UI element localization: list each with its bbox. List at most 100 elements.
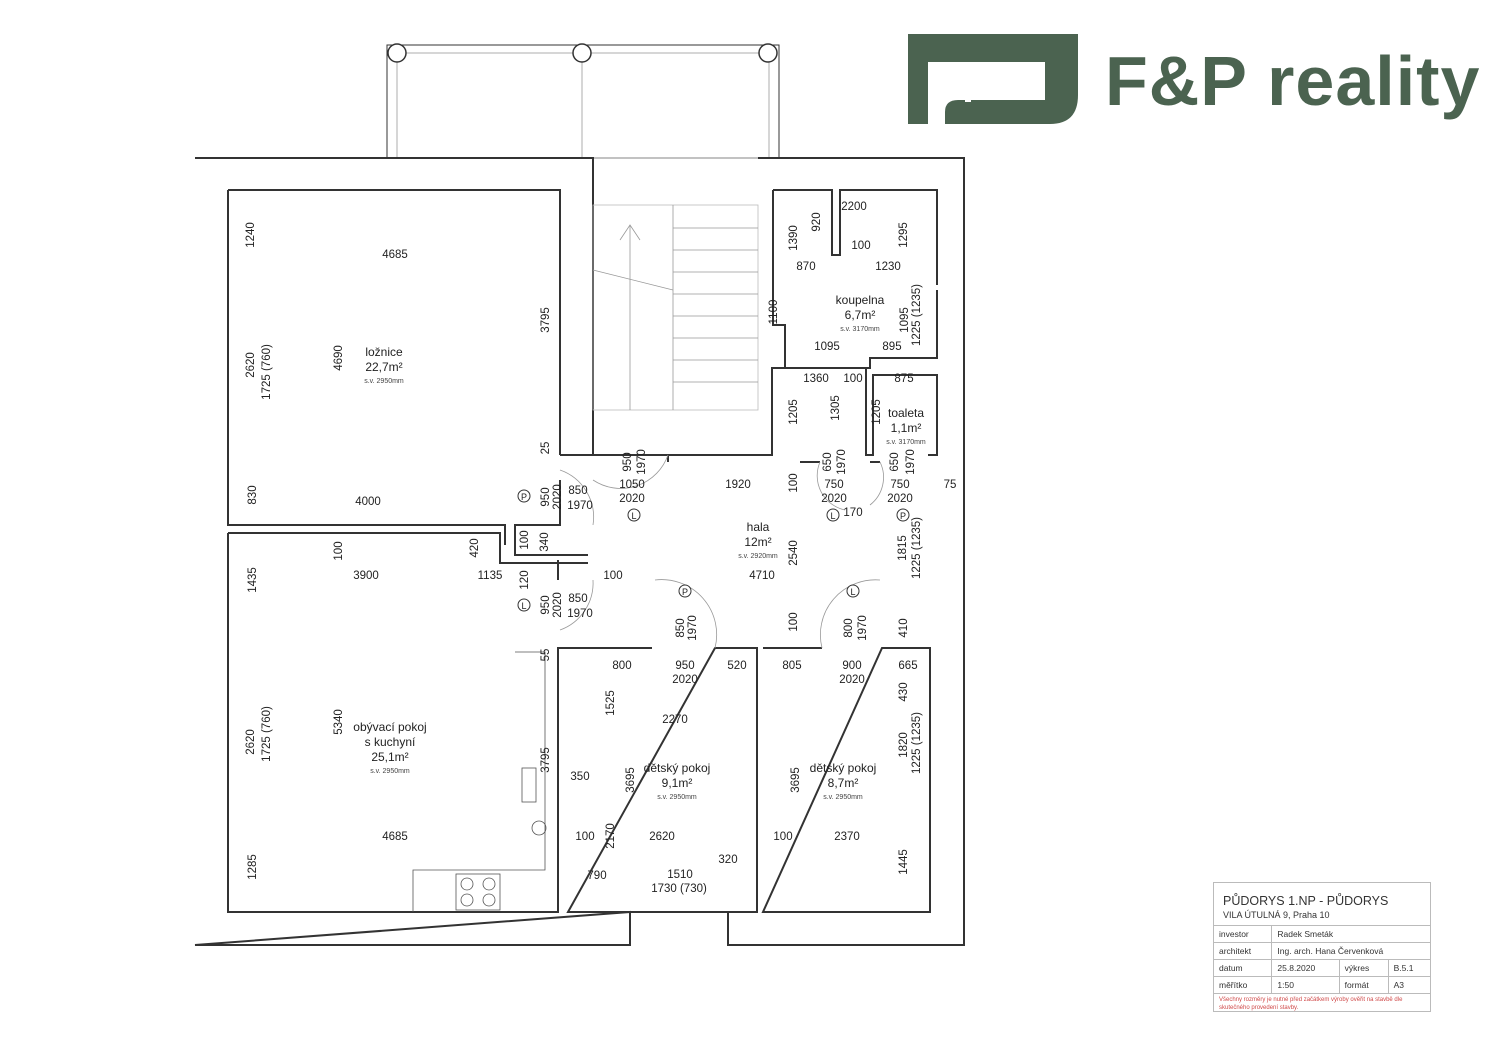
living-outline: [227, 532, 588, 913]
dimension-label: 1225 (1235): [911, 517, 923, 579]
dimension-label: 1305: [830, 395, 842, 421]
dimension-label: 3900: [353, 570, 379, 582]
dimension-label: 170: [843, 507, 862, 519]
room-ceiling-height: s.v. 2920mm: [738, 553, 778, 560]
kitchen-counter: [412, 651, 547, 912]
format-value: A3: [1388, 976, 1430, 993]
dimension-label: 4710: [749, 570, 775, 582]
dimension-label: 1970: [567, 608, 593, 620]
dimension-label: 2020: [839, 674, 865, 686]
logo-brand-name: F&P reality: [1105, 42, 1481, 120]
dimension-label: 900: [842, 660, 861, 672]
dimension-label: 1225 (1235): [911, 284, 923, 346]
hall-wall: [667, 454, 880, 463]
dimension-label: 2020: [552, 484, 564, 510]
room-ceiling-height: s.v. 2950mm: [370, 768, 410, 775]
dimension-label: 1360: [803, 373, 829, 385]
door-mark-L: L: [631, 511, 636, 521]
door-mark-circle: [517, 489, 531, 503]
dimension-label: 1095: [814, 341, 840, 353]
door-mark-P: P: [900, 511, 906, 521]
room-name: toaleta: [888, 406, 924, 420]
door-mark-circle: [846, 584, 860, 598]
room-name: ložnice: [365, 345, 403, 359]
child-room-2: [761, 647, 931, 913]
date-value: 25.8.2020: [1271, 959, 1340, 977]
dimension-label: 1100: [768, 300, 780, 325]
dimension-label: 875: [894, 373, 913, 385]
door-mark-circle: [678, 584, 692, 598]
dimension-label: 100: [843, 373, 862, 385]
dimension-label: 340: [539, 532, 551, 551]
dimension-label: 1970: [687, 615, 699, 641]
date-label: datum: [1214, 959, 1273, 977]
dimension-label: 1435: [247, 567, 259, 593]
dimension-label: 1920: [725, 479, 751, 491]
dimension-label: 800: [612, 660, 631, 672]
dimension-label: 2370: [834, 831, 860, 843]
dimension-label: 920: [811, 212, 823, 231]
dimension-label: 2270: [662, 714, 688, 726]
dimension-label: 1820: [898, 732, 910, 758]
dimension-label: 850: [675, 618, 687, 637]
dimension-label: 1525: [605, 690, 617, 716]
dimension-label: 4690: [333, 345, 345, 371]
dimension-label: 1285: [247, 854, 259, 880]
dimension-label: 850: [568, 485, 587, 497]
dimension-label: 100: [788, 473, 800, 492]
investor-label: investor: [1214, 925, 1273, 943]
dimension-label: 1095: [899, 307, 911, 333]
dimension-label: 100: [851, 240, 870, 252]
format-label: formát: [1339, 976, 1389, 993]
dimension-label: 665: [898, 660, 917, 672]
room-area: 22,7m²: [365, 360, 402, 374]
dimension-label: 650: [822, 452, 834, 471]
dimension-label: 1815: [897, 535, 909, 561]
door-mark-P: P: [521, 492, 527, 502]
dimension-label: 1725 (760): [261, 344, 273, 400]
dimension-label: 2020: [887, 493, 913, 505]
dimension-label: 950: [540, 595, 552, 614]
dimension-label: 75: [944, 479, 957, 491]
dimension-label: 2020: [821, 493, 847, 505]
dimension-label: 895: [882, 341, 901, 353]
scale-label: měřítko: [1214, 976, 1273, 993]
room-name: dětský pokoj: [810, 761, 877, 775]
title-block-title: PŮDORYS 1.NP - PŮDORYS: [1223, 894, 1389, 908]
dimension-label: 350: [570, 771, 589, 783]
dimension-label: 5340: [333, 709, 345, 735]
dimension-label: 950: [540, 487, 552, 506]
dimension-label: 25: [540, 442, 552, 455]
dimension-label: 520: [727, 660, 746, 672]
dimension-label: 1445: [898, 849, 910, 875]
bedroom-outline: [227, 189, 588, 556]
dimension-label: 55: [540, 649, 552, 662]
dimension-label: 1970: [636, 449, 648, 475]
dimension-label: 2620: [245, 352, 257, 378]
door-mark-circle: [826, 508, 840, 522]
dimension-label: 1510: [667, 869, 693, 881]
drawing-value: B.5.1: [1388, 959, 1430, 977]
dimension-label: 3695: [625, 767, 637, 793]
dimension-label: 4685: [382, 831, 408, 843]
dimension-label: 100: [333, 541, 345, 560]
architect-label: architekt: [1214, 942, 1273, 960]
dimension-label: 790: [587, 870, 606, 882]
dimension-label: 1390: [788, 225, 800, 251]
title-block-subtitle: VILA ÚTULNÁ 9, Praha 10: [1223, 910, 1330, 920]
dimension-label: 430: [898, 682, 910, 701]
dimension-label: 750: [824, 479, 843, 491]
dimension-label: 120: [519, 570, 531, 589]
room-area: 12m²: [744, 535, 771, 549]
room-ceiling-height: s.v. 2950mm: [657, 794, 697, 801]
dimension-label: 2620: [245, 729, 257, 755]
dimension-label: 850: [568, 593, 587, 605]
dimension-label: 3795: [540, 307, 552, 333]
dimension-label: 1135: [478, 570, 503, 582]
dimension-label: 2170: [605, 823, 617, 849]
door-mark-L: L: [830, 511, 835, 521]
dimension-label: 2620: [649, 831, 675, 843]
